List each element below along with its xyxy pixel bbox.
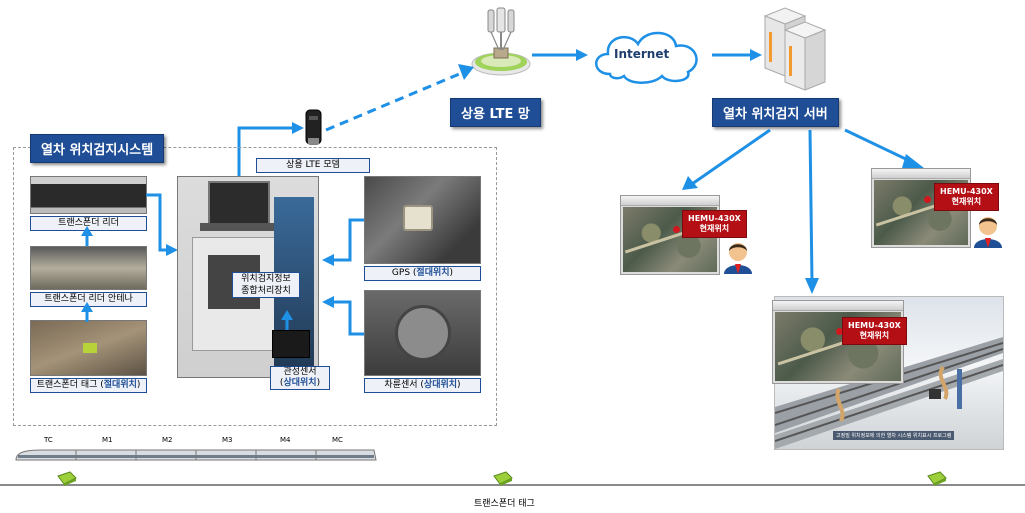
gps-caption-suffix: ) [449, 268, 454, 278]
user-avatar-icon [972, 214, 1004, 248]
train-car-label: M2 [162, 436, 173, 444]
location-marker-icon [836, 328, 843, 335]
inertial-sensor-photo [272, 330, 310, 358]
train-location-callout-right: HEMU-430X 현재위치 [934, 183, 999, 211]
tag-caption-highlight: 절대위치 [103, 380, 137, 390]
transponder-tag-caption: 트랜스폰더 태그 (절대위치) [30, 378, 147, 393]
server-label: 열차 위치검지 서버 [712, 98, 839, 127]
wheel-sensor-caption: 차륜센서 (상대위치) [364, 378, 481, 393]
user-avatar-icon [722, 240, 754, 274]
inertial-caption-line2: (상대위치) [279, 378, 321, 388]
tag-caption-prefix: 트랜스폰더 태그 ( [36, 380, 104, 390]
system-frame [13, 147, 497, 426]
transponder-tag-icon [926, 470, 948, 486]
callout-center-line2: 현재위치 [859, 331, 890, 340]
location-marker-icon [673, 226, 680, 233]
train-car-label: M4 [280, 436, 291, 444]
server-icon [757, 6, 833, 94]
arrow-tag-to-antenna [81, 302, 93, 322]
inertial-caption-highlight: 상대위치 [283, 378, 317, 388]
callout-right-line1: HEMU-430X [940, 187, 993, 196]
wheel-caption-highlight: 상대위치 [423, 380, 458, 390]
transponder-tag-icon [56, 470, 78, 486]
arrow-to-server [712, 49, 762, 61]
track-line [0, 484, 1025, 486]
transponder-tag-photo [30, 320, 147, 376]
train-car-label: M1 [102, 436, 113, 444]
lte-network-label: 상용 LTE 망 [450, 98, 541, 127]
server-distribution-arrows [682, 128, 924, 294]
gps-caption: GPS (절대위치) [364, 266, 481, 281]
wheel-sensor-photo [364, 290, 481, 376]
arrow-to-modem [237, 122, 304, 178]
bottom-tag-label: 트랜스폰더 태그 [474, 499, 535, 509]
modem-caption: 상용 LTE 모뎀 [256, 158, 370, 173]
lte-wireless-arrow [325, 64, 474, 132]
train-car-label: M3 [222, 436, 233, 444]
train-location-callout-center: HEMU-430X 현재위치 [842, 317, 907, 345]
reader-antenna-photo [30, 246, 147, 290]
processor-caption: 위치검지정보 종합처리장치 [232, 272, 300, 298]
simulation-caption: 고정밀 위치정보에 의한 열차 시스템 위치표시 프로그램 [833, 431, 955, 440]
internet-cloud-icon [588, 24, 708, 86]
wheel-caption-suffix: ) [457, 380, 461, 390]
lte-modem-icon [302, 108, 326, 148]
inertial-caption-line1: 관성센서 [283, 367, 317, 377]
gps-caption-highlight: 절대위치 [416, 268, 450, 278]
processor-caption-line1: 위치검지정보 [241, 274, 291, 284]
arrow-antenna-to-reader [81, 226, 93, 246]
system-title: 열차 위치검지시스템 [30, 134, 165, 163]
train-location-callout-left: HEMU-430X 현재위치 [682, 210, 747, 238]
callout-right-line2: 현재위치 [951, 197, 982, 206]
transponder-reader-photo [30, 176, 147, 214]
gps-caption-prefix: GPS ( [391, 268, 417, 278]
callout-center-line1: HEMU-430X [848, 321, 901, 330]
lte-base-station-icon [470, 6, 532, 82]
train-car-label: MC [332, 436, 343, 444]
inertial-sensor-caption: 관성센서 (상대위치) [270, 366, 330, 390]
client-screen-center [772, 300, 904, 384]
arrow-inertial-to-processor [281, 310, 293, 330]
arrow-wheel-to-processor [322, 296, 364, 336]
wheel-caption-prefix: 차륜센서 ( [384, 380, 424, 390]
arrow-reader-to-processor [146, 193, 178, 256]
transponder-tag-icon [492, 470, 514, 486]
train-diagram [12, 444, 380, 464]
arrow-to-internet [532, 49, 588, 61]
processor-caption-line2: 종합처리장치 [241, 286, 291, 296]
client-screen-right [871, 168, 971, 248]
location-marker-icon [924, 196, 931, 203]
arrow-gps-to-processor [322, 218, 364, 266]
callout-left-line1: HEMU-430X [688, 214, 741, 223]
internet-label: Internet [614, 47, 670, 61]
callout-left-line2: 현재위치 [699, 224, 730, 233]
gps-photo [364, 176, 481, 264]
train-car-label: TC [44, 436, 53, 444]
tag-caption-suffix: ) [136, 380, 141, 390]
